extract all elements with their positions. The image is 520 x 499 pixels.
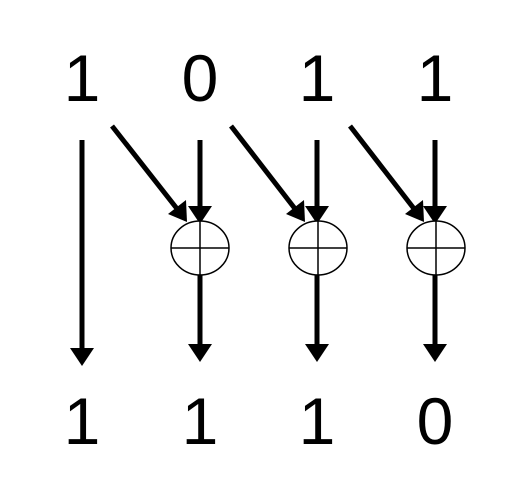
- xor-gate-3-icon: [406, 220, 466, 276]
- input-bit-1: 0: [182, 41, 219, 115]
- msb-pass-through-arrow: [70, 140, 94, 366]
- output-bit-2: 1: [299, 384, 336, 458]
- output-bit-0: 1: [64, 384, 101, 458]
- input-bit-3: 1: [417, 41, 454, 115]
- output-bit-3: 0: [417, 384, 454, 458]
- xor-gate-2-icon: [288, 220, 348, 276]
- diagonal-input-arrow-2: [229, 124, 298, 212]
- input-bit-0: 1: [64, 41, 101, 115]
- diagonal-input-arrow-3: [348, 124, 417, 212]
- output-bit-1: 1: [182, 384, 219, 458]
- xor-stage-3: [348, 124, 466, 362]
- diagonal-input-arrow-1: [110, 124, 180, 212]
- xor-gate-1-icon: [170, 220, 230, 276]
- output-bits-row: 1 1 1 0: [64, 384, 454, 458]
- input-bit-2: 1: [299, 41, 336, 115]
- xor-stage-2: [229, 124, 348, 362]
- input-bits-row: 1 0 1 1: [64, 41, 454, 115]
- xor-stage-1: [110, 124, 230, 362]
